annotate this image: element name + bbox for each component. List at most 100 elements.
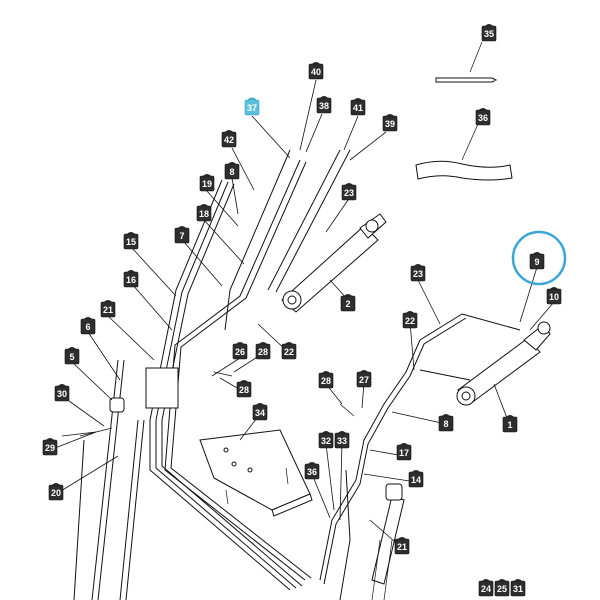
callout-label: 22 xyxy=(405,316,415,326)
callout-label: 5 xyxy=(69,352,74,362)
callout-label: 14 xyxy=(411,475,421,485)
callout-20: 20 xyxy=(48,483,64,501)
callout-label: 8 xyxy=(229,167,234,177)
callout-15: 15 xyxy=(123,232,139,250)
callout-18: 18 xyxy=(196,204,212,222)
callout-label: 28 xyxy=(258,347,268,357)
callout-28: 28 xyxy=(318,371,334,389)
right-hoses xyxy=(319,313,521,600)
callout-label: 27 xyxy=(359,375,369,385)
callout-label: 26 xyxy=(235,347,245,357)
callout-label: 15 xyxy=(126,237,136,247)
part-35-rod xyxy=(435,41,498,83)
callout-label: 24 xyxy=(481,584,491,594)
callout-label: 33 xyxy=(337,436,347,446)
callout-1: 1 xyxy=(502,415,518,433)
callout-40: 40 xyxy=(308,62,324,80)
callout-label: 21 xyxy=(397,542,407,552)
callout-33: 33 xyxy=(334,431,350,449)
callout-label: 2 xyxy=(345,299,350,309)
callout-8: 8 xyxy=(438,414,454,432)
lower-strut xyxy=(371,483,405,600)
callout-27: 27 xyxy=(356,370,372,388)
callout-2: 2 xyxy=(340,294,356,312)
bracket-34 xyxy=(199,429,313,517)
callout-41: 41 xyxy=(350,98,366,116)
callout-22: 22 xyxy=(402,311,418,329)
callout-22: 22 xyxy=(281,342,297,360)
leader-lines xyxy=(49,79,555,549)
callout-label: 6 xyxy=(85,322,90,332)
callout-label: 25 xyxy=(497,584,507,594)
callout-21: 21 xyxy=(394,537,410,555)
callout-14: 14 xyxy=(408,470,424,488)
callout-25: 25 xyxy=(494,579,510,597)
callout-label: 38 xyxy=(319,101,329,111)
callout-label: 35 xyxy=(484,29,494,39)
callout-23: 23 xyxy=(410,264,426,282)
callout-label: 39 xyxy=(385,119,395,129)
callout-label: 9 xyxy=(534,257,539,267)
callout-23: 23 xyxy=(341,183,357,201)
callout-label: 1 xyxy=(507,420,512,430)
callout-35: 35 xyxy=(481,24,497,42)
callout-21: 21 xyxy=(100,300,116,318)
callout-30: 30 xyxy=(54,384,70,402)
callout-label: 28 xyxy=(239,385,249,395)
callout-label: 32 xyxy=(321,436,331,446)
cylinder-1 xyxy=(456,321,551,406)
lift-arm-tubes xyxy=(149,149,351,591)
callout-5: 5 xyxy=(64,347,80,365)
callout-31: 31 xyxy=(510,579,526,597)
callout-16: 16 xyxy=(123,270,139,288)
callout-label: 10 xyxy=(549,292,559,302)
callout-28: 28 xyxy=(236,380,252,398)
callout-label: 42 xyxy=(224,135,234,145)
callout-17: 17 xyxy=(396,443,412,461)
callout-9-highlight-ring xyxy=(511,230,567,286)
callout-26: 26 xyxy=(232,342,248,360)
callout-label: 29 xyxy=(45,443,55,453)
callout-label: 20 xyxy=(51,488,61,498)
callout-label: 23 xyxy=(413,269,423,279)
callout-6: 6 xyxy=(80,317,96,335)
callout-38: 38 xyxy=(316,96,332,114)
part-36-hose-sleeve xyxy=(415,123,513,181)
callout-39: 39 xyxy=(382,114,398,132)
callout-label: 16 xyxy=(126,275,136,285)
callout-label: 31 xyxy=(513,584,523,594)
callout-19: 19 xyxy=(199,174,215,192)
bolts xyxy=(61,371,355,505)
callout-label: 21 xyxy=(103,305,113,315)
callout-32: 32 xyxy=(318,431,334,449)
callout-label: 19 xyxy=(202,179,212,189)
callout-36: 36 xyxy=(475,108,491,126)
callout-label: 28 xyxy=(321,376,331,386)
callout-label: 40 xyxy=(311,67,321,77)
left-cylinder xyxy=(73,359,179,600)
callout-label: 18 xyxy=(199,209,209,219)
callout-8: 8 xyxy=(224,162,240,180)
callout-34: 34 xyxy=(252,403,268,421)
callout-label: 22 xyxy=(284,347,294,357)
callout-29: 29 xyxy=(42,438,58,456)
cylinder-2 xyxy=(281,213,387,313)
callout-label: 30 xyxy=(57,389,67,399)
callout-label: 36 xyxy=(307,467,317,477)
callout-9: 9 xyxy=(529,252,545,270)
callout-24: 24 xyxy=(478,579,494,597)
callout-37: 37 xyxy=(244,97,260,116)
callout-label: 36 xyxy=(478,113,488,123)
callout-label: 7 xyxy=(179,231,184,241)
callout-label: 17 xyxy=(399,448,409,458)
callout-label: 8 xyxy=(443,419,448,429)
callout-label: 41 xyxy=(353,103,363,113)
callout-label: 37 xyxy=(247,103,257,113)
callout-36: 36 xyxy=(304,462,320,480)
callout-label: 34 xyxy=(255,408,265,418)
callout-label: 23 xyxy=(344,188,354,198)
callout-28: 28 xyxy=(255,342,271,360)
callout-7: 7 xyxy=(174,226,190,244)
